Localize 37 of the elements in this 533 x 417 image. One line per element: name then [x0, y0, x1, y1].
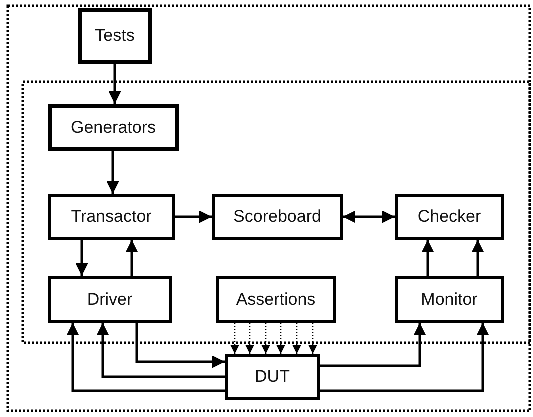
dotted-arrow [230, 323, 240, 354]
block-box [48, 194, 175, 240]
arrow [96, 323, 225, 378]
block-box [48, 104, 179, 151]
arrow [66, 323, 225, 392]
block-label: Tests [95, 26, 135, 46]
arrow [106, 151, 120, 194]
arrow [136, 323, 225, 368]
dotted-arrow [292, 323, 302, 354]
block-label: Driver [87, 290, 133, 310]
arrow [472, 240, 484, 276]
block-label: Scoreboard [234, 207, 322, 227]
dotted-arrow [261, 323, 271, 354]
double-arrow [343, 210, 395, 224]
block-box [212, 194, 343, 240]
block-label: Generators [70, 118, 156, 138]
arrow [108, 64, 122, 104]
block-label: Monitor [421, 290, 478, 310]
arrow [320, 323, 490, 392]
block-box [78, 8, 152, 64]
arrow [76, 240, 88, 276]
block-box [225, 354, 320, 400]
arrow [422, 240, 434, 276]
block-label: Transactor [71, 207, 152, 227]
dotted-arrow [276, 323, 286, 354]
dotted-arrow [245, 323, 255, 354]
dotted-arrow [308, 323, 318, 354]
block-box [216, 276, 336, 323]
block-label: Checker [418, 207, 482, 227]
block-label: DUT [255, 367, 290, 387]
block-box [395, 194, 504, 240]
block-box [395, 276, 504, 323]
arrow [126, 240, 138, 276]
block-label: Assertions [236, 290, 316, 310]
arrow [175, 210, 212, 224]
arrow [320, 323, 426, 368]
block-box [48, 276, 172, 323]
